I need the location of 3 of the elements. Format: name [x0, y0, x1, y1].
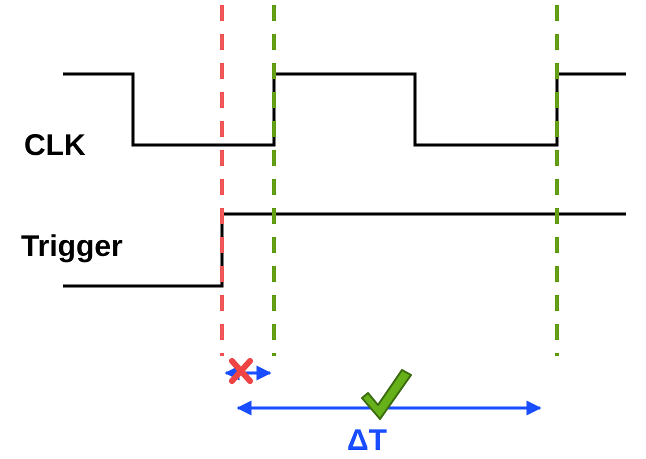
signal-name: CLK — [24, 129, 86, 163]
signal-name: Trigger — [21, 230, 123, 264]
dimension-label: ΔT — [347, 424, 387, 458]
